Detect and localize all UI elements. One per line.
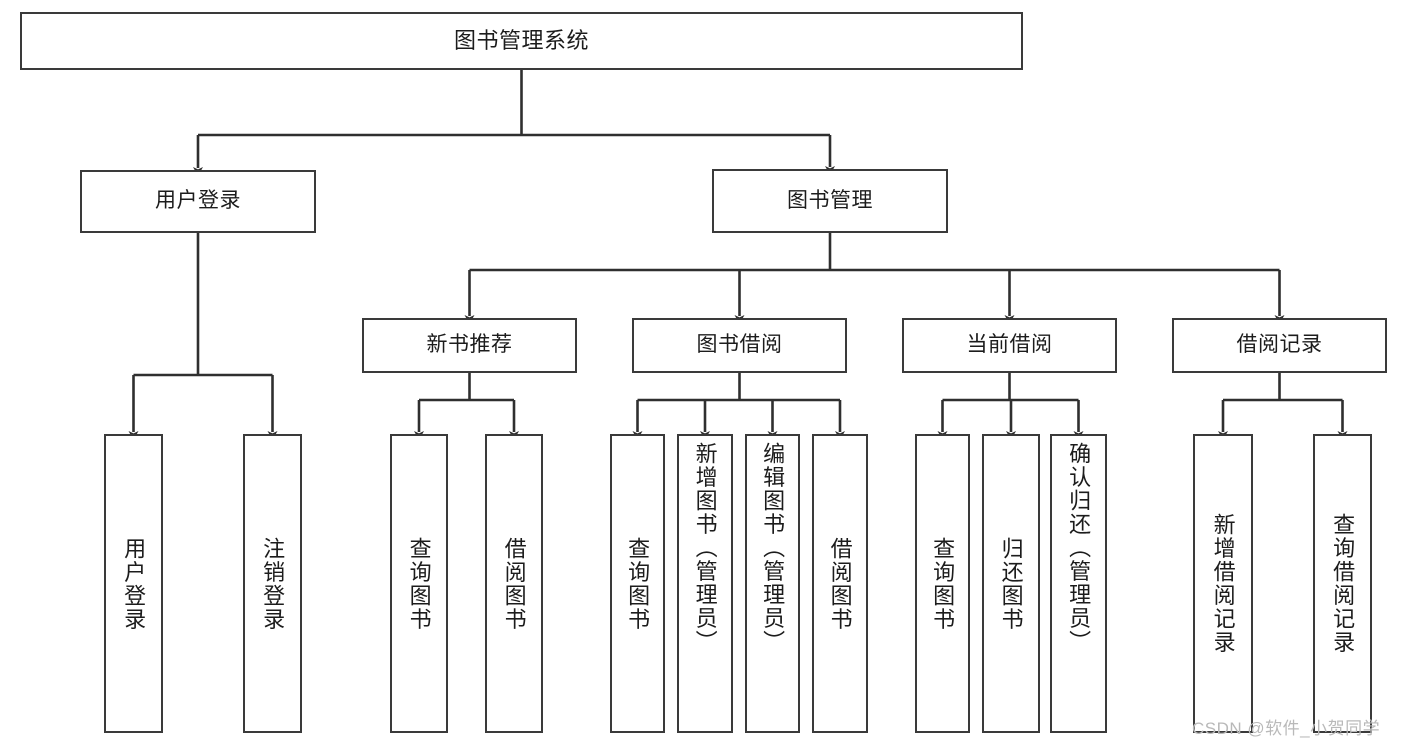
node-label: 新增图书（管理员） <box>692 442 718 654</box>
node-label: 当前借阅 <box>966 333 1053 357</box>
node-label: 查询图书 <box>406 536 432 631</box>
node-label: 查询借阅记录 <box>1330 513 1356 654</box>
node-root[interactable]: 图书管理系统 <box>20 12 1023 70</box>
node-user-login[interactable]: 用户登录 <box>80 170 316 233</box>
node-label: 查询图书 <box>930 536 956 631</box>
node-leaf-bb-query[interactable]: 查询图书 <box>610 434 665 733</box>
node-label: 图书管理 <box>787 188 873 212</box>
node-label: 借阅图书 <box>827 536 853 631</box>
node-leaf-br-query[interactable]: 查询借阅记录 <box>1313 434 1372 733</box>
node-new-book-rec[interactable]: 新书推荐 <box>362 318 577 373</box>
node-label: 用户登录 <box>155 189 241 213</box>
node-leaf-bb-edit[interactable]: 编辑图书（管理员） <box>745 434 800 733</box>
node-label: 借阅记录 <box>1236 333 1323 357</box>
node-book-manage[interactable]: 图书管理 <box>712 169 948 233</box>
node-leaf-rec-query[interactable]: 查询图书 <box>390 434 448 733</box>
node-leaf-rec-borrow[interactable]: 借阅图书 <box>485 434 543 733</box>
node-leaf-logout[interactable]: 注销登录 <box>243 434 302 733</box>
node-leaf-cb-query[interactable]: 查询图书 <box>915 434 970 733</box>
node-leaf-bb-borrow[interactable]: 借阅图书 <box>812 434 868 733</box>
node-leaf-br-add[interactable]: 新增借阅记录 <box>1193 434 1253 733</box>
node-book-borrow[interactable]: 图书借阅 <box>632 318 847 373</box>
csdn-watermark: CSDN @软件_小贺同学 <box>1192 719 1381 738</box>
node-leaf-bb-add[interactable]: 新增图书（管理员） <box>677 434 733 733</box>
node-label: 图书管理系统 <box>453 28 589 54</box>
node-label: 注销登录 <box>260 536 286 631</box>
node-label: 查询图书 <box>625 536 651 631</box>
node-label: 用户登录 <box>121 536 147 631</box>
node-leaf-cb-return[interactable]: 归还图书 <box>982 434 1040 733</box>
node-label: 新增借阅记录 <box>1210 513 1236 654</box>
node-label: 确认归还（管理员） <box>1066 442 1092 654</box>
node-label: 新书推荐 <box>426 333 513 357</box>
node-borrow-record[interactable]: 借阅记录 <box>1172 318 1387 373</box>
node-label: 图书借阅 <box>696 333 783 357</box>
node-leaf-cb-confirm[interactable]: 确认归还（管理员） <box>1050 434 1107 733</box>
node-label: 归还图书 <box>998 536 1024 631</box>
node-leaf-user-login[interactable]: 用户登录 <box>104 434 163 733</box>
node-label: 借阅图书 <box>501 536 527 631</box>
node-label: 编辑图书（管理员） <box>760 442 786 654</box>
node-current-borrow[interactable]: 当前借阅 <box>902 318 1117 373</box>
